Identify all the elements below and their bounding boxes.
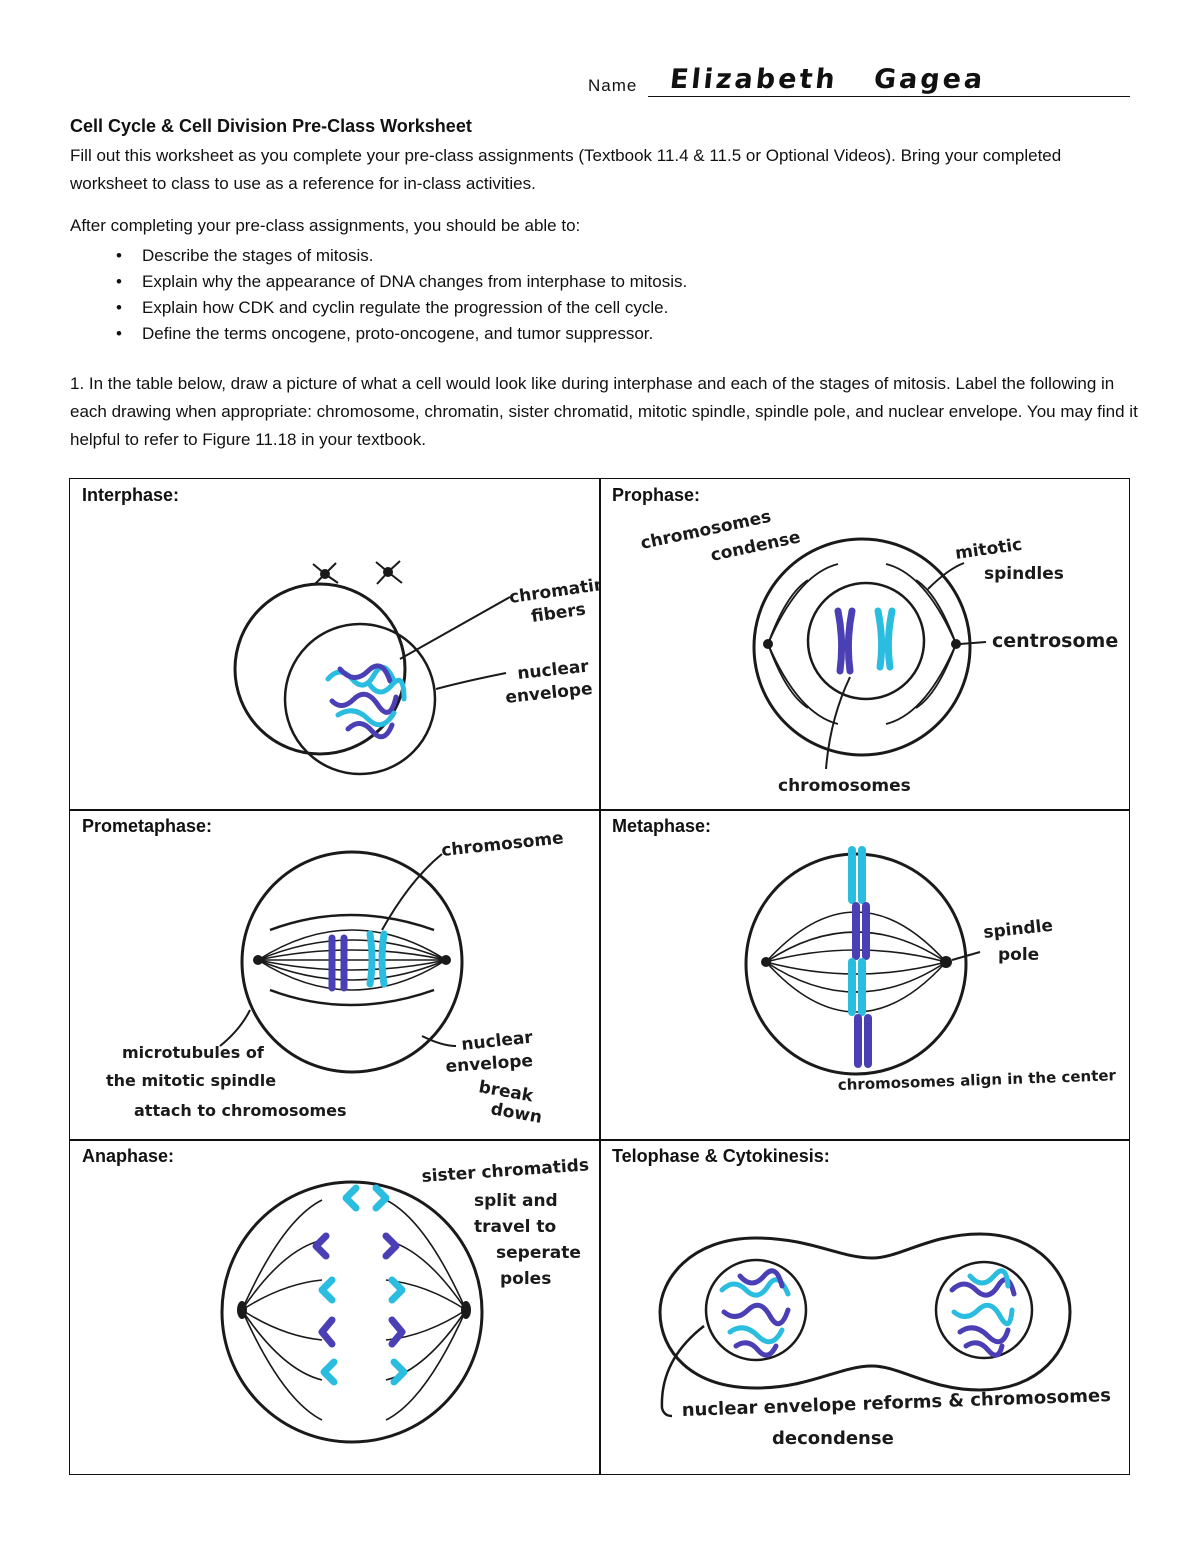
annotation: pole xyxy=(998,945,1039,965)
interphase-drawing: chromatin fibers nuclear envelope xyxy=(233,560,600,776)
stage-label: Metaphase: xyxy=(612,816,712,836)
anaphase-drawing: sister chromatids split and travel to se… xyxy=(220,1155,590,1444)
annotation: attach to chromosomes xyxy=(134,1101,347,1120)
objective-item: Define the terms oncogene, proto-oncogen… xyxy=(70,321,687,347)
handwritten-name: Elizabeth Gagea xyxy=(668,64,987,95)
annotation: chromosomes xyxy=(778,776,911,796)
annotation: envelope xyxy=(445,1051,534,1077)
stage-label: Interphase: xyxy=(82,485,180,505)
prometaphase-drawing: chromosome microtubules of the mitotic s… xyxy=(106,828,565,1128)
question-1: 1. In the table below, draw a picture of… xyxy=(70,374,1138,449)
annotation: microtubules of xyxy=(122,1043,265,1062)
intro-paragraph: Fill out this worksheet as you complete … xyxy=(70,146,1062,193)
objective-item: Explain why the appearance of DNA change… xyxy=(70,269,687,295)
cell-anaphase: Anaphase: xyxy=(69,1139,601,1475)
cell-telophase: Telophase & Cytokinesis: xyxy=(599,1139,1130,1475)
annotation: travel to xyxy=(474,1217,556,1237)
annotation: seperate xyxy=(496,1243,581,1263)
cell-interphase: Interphase: xyxy=(69,478,601,811)
name-field: Name Elizabeth Gagea xyxy=(588,64,1130,100)
objective-item: Describe the stages of mitosis. xyxy=(70,243,687,269)
mitosis-table: Interphase: xyxy=(69,478,1130,1475)
annotation: poles xyxy=(500,1269,551,1289)
cell-metaphase: Metaphase: spindle pole xyxy=(599,809,1130,1141)
annotation: spindle xyxy=(982,916,1053,943)
stage-label: Telophase & Cytokinesis: xyxy=(612,1146,830,1166)
telophase-drawing: nuclear envelope reforms & chromosomes d… xyxy=(658,1232,1111,1449)
annotation: split and xyxy=(474,1191,558,1211)
annotation: centrosome xyxy=(992,630,1118,652)
objectives-list: Describe the stages of mitosis. Explain … xyxy=(70,243,687,347)
annotation: down xyxy=(489,1099,543,1128)
worksheet-title: Cell Cycle & Cell Division Pre-Class Wor… xyxy=(70,116,472,136)
metaphase-drawing: spindle pole chromosomes align in the ce… xyxy=(744,846,1117,1094)
annotation: mitotic xyxy=(954,535,1024,564)
annotation: spindles xyxy=(984,564,1064,584)
objectives-intro: After completing your pre-class assignme… xyxy=(70,216,581,235)
name-label: Name xyxy=(588,76,638,95)
annotation: nuclear envelope reforms & chromosomes xyxy=(681,1385,1111,1421)
objective-item: Explain how CDK and cyclin regulate the … xyxy=(70,295,687,321)
stage-label: Prometaphase: xyxy=(82,816,213,836)
name-underline xyxy=(648,96,1130,97)
stage-label: Anaphase: xyxy=(82,1146,175,1166)
annotation: decondense xyxy=(772,1428,894,1449)
cell-prometaphase: Prometaphase: xyxy=(69,809,601,1141)
prophase-drawing: chromosomes condense mitotic spindles ce… xyxy=(639,507,1118,796)
annotation: sister chromatids xyxy=(421,1155,590,1187)
annotation: chromosome xyxy=(440,828,564,861)
annotation: the mitotic spindle xyxy=(106,1071,276,1090)
cell-prophase: Prophase: chromosome xyxy=(599,478,1130,811)
stage-label: Prophase: xyxy=(612,485,701,505)
